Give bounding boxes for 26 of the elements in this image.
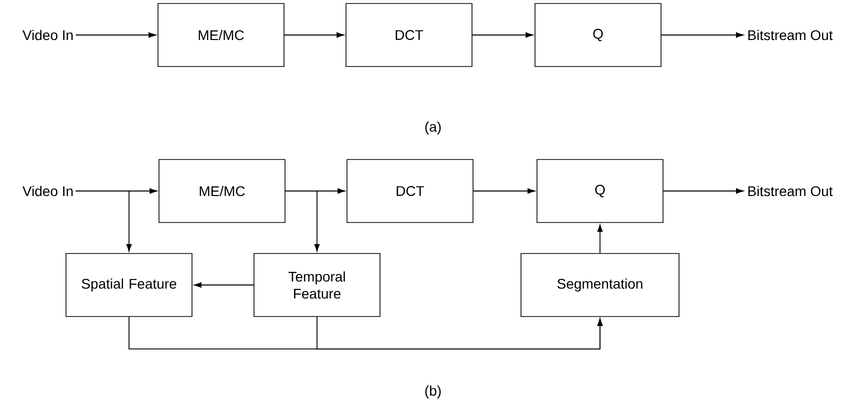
arrow (597, 224, 603, 254)
process-box: Q (536, 159, 664, 223)
process-box: ME/MC (158, 159, 286, 223)
arrow (660, 32, 744, 38)
process-box: Q (534, 3, 662, 67)
arrow (194, 282, 254, 288)
process-box: DCT (346, 3, 472, 67)
process-box: Temporal Feature (254, 253, 380, 317)
arrow (662, 188, 744, 194)
arrow (284, 32, 344, 38)
process-box: ME/MC (158, 3, 284, 67)
arrow (316, 316, 603, 350)
arrow (472, 32, 533, 38)
process-box: DCT (346, 159, 474, 223)
process-box: Segmentation (520, 253, 680, 317)
process-box: Spatial Feature (66, 253, 192, 317)
arrow (75, 32, 156, 38)
output-label: Bitstream Out (748, 30, 833, 40)
output-label: Bitstream Out (748, 186, 833, 196)
panel-label: (b) (425, 385, 441, 399)
arrow (75, 190, 132, 252)
input-label: Video In (22, 30, 73, 40)
arrow (472, 188, 535, 194)
panel-label: (a) (425, 121, 441, 135)
arrow (284, 190, 320, 252)
input-label: Video In (22, 186, 73, 196)
